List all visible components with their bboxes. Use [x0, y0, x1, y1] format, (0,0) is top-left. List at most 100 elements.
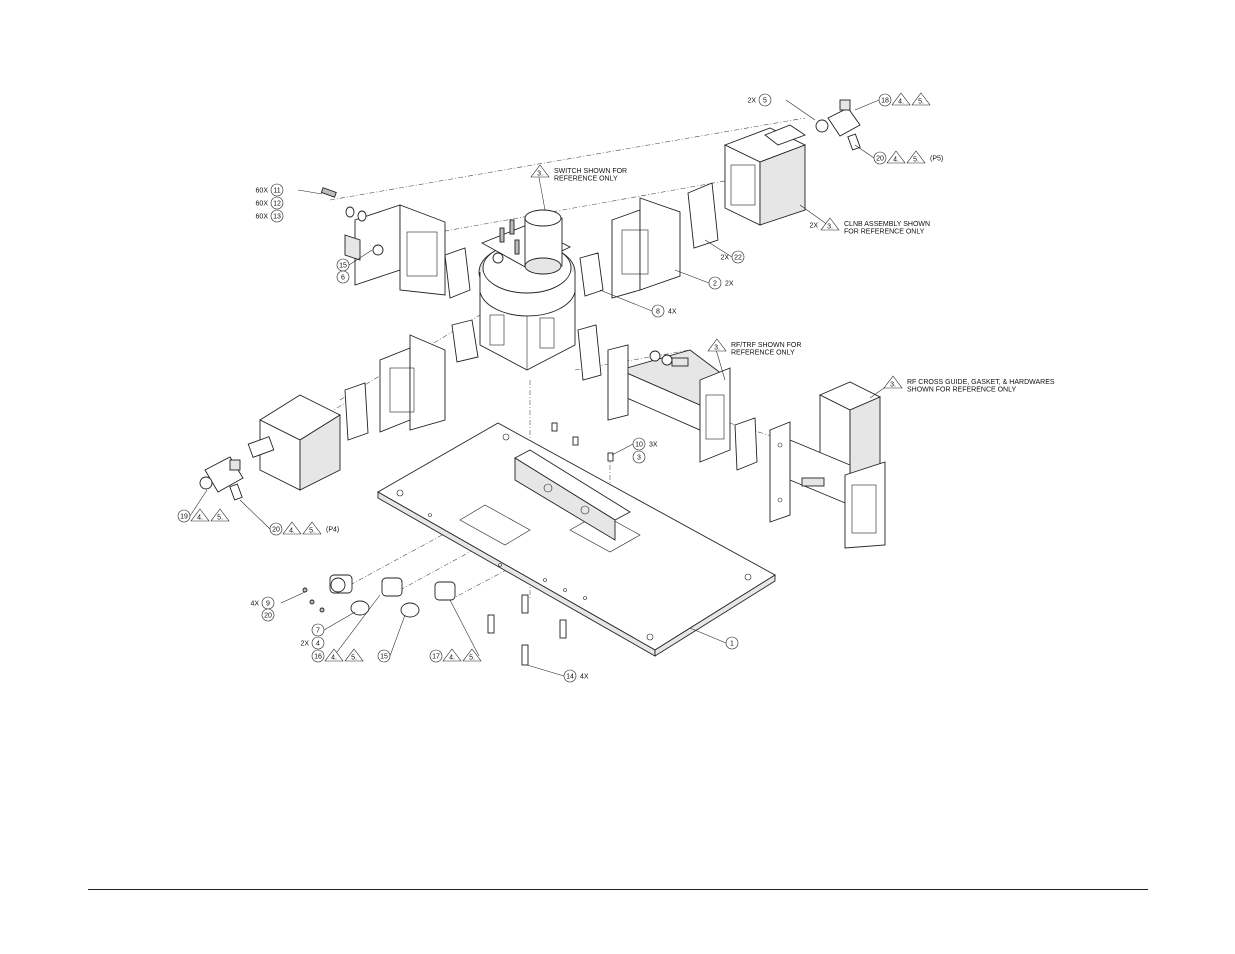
item-bubble: [878, 93, 892, 107]
clnb-assembly-top: [723, 124, 807, 226]
note-n-rfcross: 3. RF CROSS GUIDE, GASKET, & HARDWARESSHO…: [883, 375, 1055, 394]
item-number: 14: [566, 674, 574, 681]
callout-note: (P5): [930, 156, 943, 163]
callout-c-20-bot: 20: [261, 608, 275, 622]
note-flag-triangle: 4.: [442, 648, 462, 662]
rf-cross-guide: [769, 381, 886, 549]
note-text-line: RF CROSS GUIDE, GASKET, & HARDWARES: [907, 379, 1055, 386]
callout-qty: 60X: [256, 214, 269, 221]
note-text-line: SHOWN FOR REFERENCE ONLY: [907, 387, 1016, 394]
callout-note: 4X: [668, 309, 677, 316]
waveguide-switch: [478, 209, 576, 371]
item-bubble: [758, 93, 772, 107]
item-number: 20: [272, 527, 280, 534]
reference-notes: 3. SWITCH SHOWN FOR REFERENCE ONLY 2X 3. CLNB…: [530, 164, 1055, 394]
note-flag-triangle: 3.: [883, 375, 903, 389]
callout-qty: 60X: [256, 201, 269, 208]
left-mid-flange: [379, 334, 446, 433]
callout-note: 4X: [580, 674, 589, 681]
item-number: 19: [180, 514, 188, 521]
item-number: 15: [339, 263, 347, 270]
item-number: 13: [273, 214, 281, 221]
callout-c-60x-12: 60X 12: [256, 196, 284, 210]
svg-text:4.: 4.: [898, 99, 904, 106]
callout-qty: 4X: [250, 601, 259, 608]
callout-c-6: 6: [336, 270, 350, 284]
callout-c-3: 3: [632, 450, 646, 464]
item-number: 1: [730, 641, 734, 648]
item-number: 17: [432, 654, 440, 661]
item-bubble: [632, 437, 646, 451]
callout-c-2x-4: 2X 4: [300, 636, 325, 650]
item-number: 3: [637, 455, 641, 462]
note-flag-triangle: 4.: [190, 508, 210, 522]
note-flag-triangle: 4.: [282, 521, 302, 535]
item-bubble: [651, 304, 665, 318]
svg-text:4.: 4.: [289, 528, 295, 535]
svg-text:3.: 3.: [827, 224, 833, 231]
item-bubble: [725, 636, 739, 650]
svg-text:5.: 5.: [217, 515, 223, 522]
note-text-line: SWITCH SHOWN FOR: [554, 168, 627, 175]
item-number: 9: [266, 601, 270, 608]
note-flag-triangle: 3.: [530, 164, 550, 178]
item-bubble: [270, 209, 284, 223]
item-bubble: [563, 669, 577, 683]
note-qty: 2X: [809, 223, 818, 230]
svg-text:3.: 3.: [890, 382, 896, 389]
item-bubble: [429, 649, 443, 663]
svg-text:4.: 4.: [449, 655, 455, 662]
item-bubble: [708, 276, 722, 290]
callout-note: 3X: [649, 442, 658, 449]
mounting-bracket: [514, 449, 631, 541]
callout-c-18: 18 4. 5.: [878, 92, 931, 107]
note-flag-triangle: 5.: [210, 508, 230, 522]
item-bubble: [311, 623, 325, 637]
item-number: 15: [380, 654, 388, 661]
callout-c-14-4x: 14 4X: [563, 669, 589, 683]
item-bubble: [311, 649, 325, 663]
item-number: 7: [316, 628, 320, 635]
svg-text:3.: 3.: [537, 171, 543, 178]
footer-rule: [88, 889, 1148, 890]
svg-text:4.: 4.: [197, 515, 203, 522]
note-flag-triangle: 3.: [707, 338, 727, 352]
callout-c-15-bot: 15: [377, 649, 391, 663]
item-bubble: [377, 649, 391, 663]
svg-text:5.: 5.: [469, 655, 475, 662]
note-flag-triangle: 5.: [906, 150, 926, 164]
item-number: 4: [316, 641, 320, 648]
callout-c-7: 7: [311, 623, 325, 637]
item-number: 12: [273, 201, 281, 208]
item-number: 5: [763, 98, 767, 105]
note-text-line: CLNB ASSEMBLY SHOWN: [844, 221, 930, 228]
gaskets: [344, 182, 758, 471]
note-flag-triangle: 3.: [820, 217, 840, 231]
note-text-line: REFERENCE ONLY: [731, 350, 795, 357]
item-number: 22: [734, 255, 742, 262]
note-flag-triangle: 4.: [891, 92, 911, 106]
note-flag-triangle: 5.: [911, 92, 931, 106]
item-number: 18: [881, 98, 889, 105]
callout-qty: 2X: [300, 641, 309, 648]
item-number: 6: [341, 275, 345, 282]
right-top-flange: [611, 197, 681, 299]
item-number: 20: [876, 156, 884, 163]
item-bubble: [177, 509, 191, 523]
left-top-flange: [344, 204, 446, 296]
callout-qty: 2X: [747, 98, 756, 105]
item-number: 11: [273, 188, 280, 195]
callout-c-15-top: 15: [336, 258, 350, 272]
clnb-assembly-left: [247, 394, 341, 491]
callout-c-1: 1: [725, 636, 739, 650]
svg-text:5.: 5.: [351, 655, 357, 662]
